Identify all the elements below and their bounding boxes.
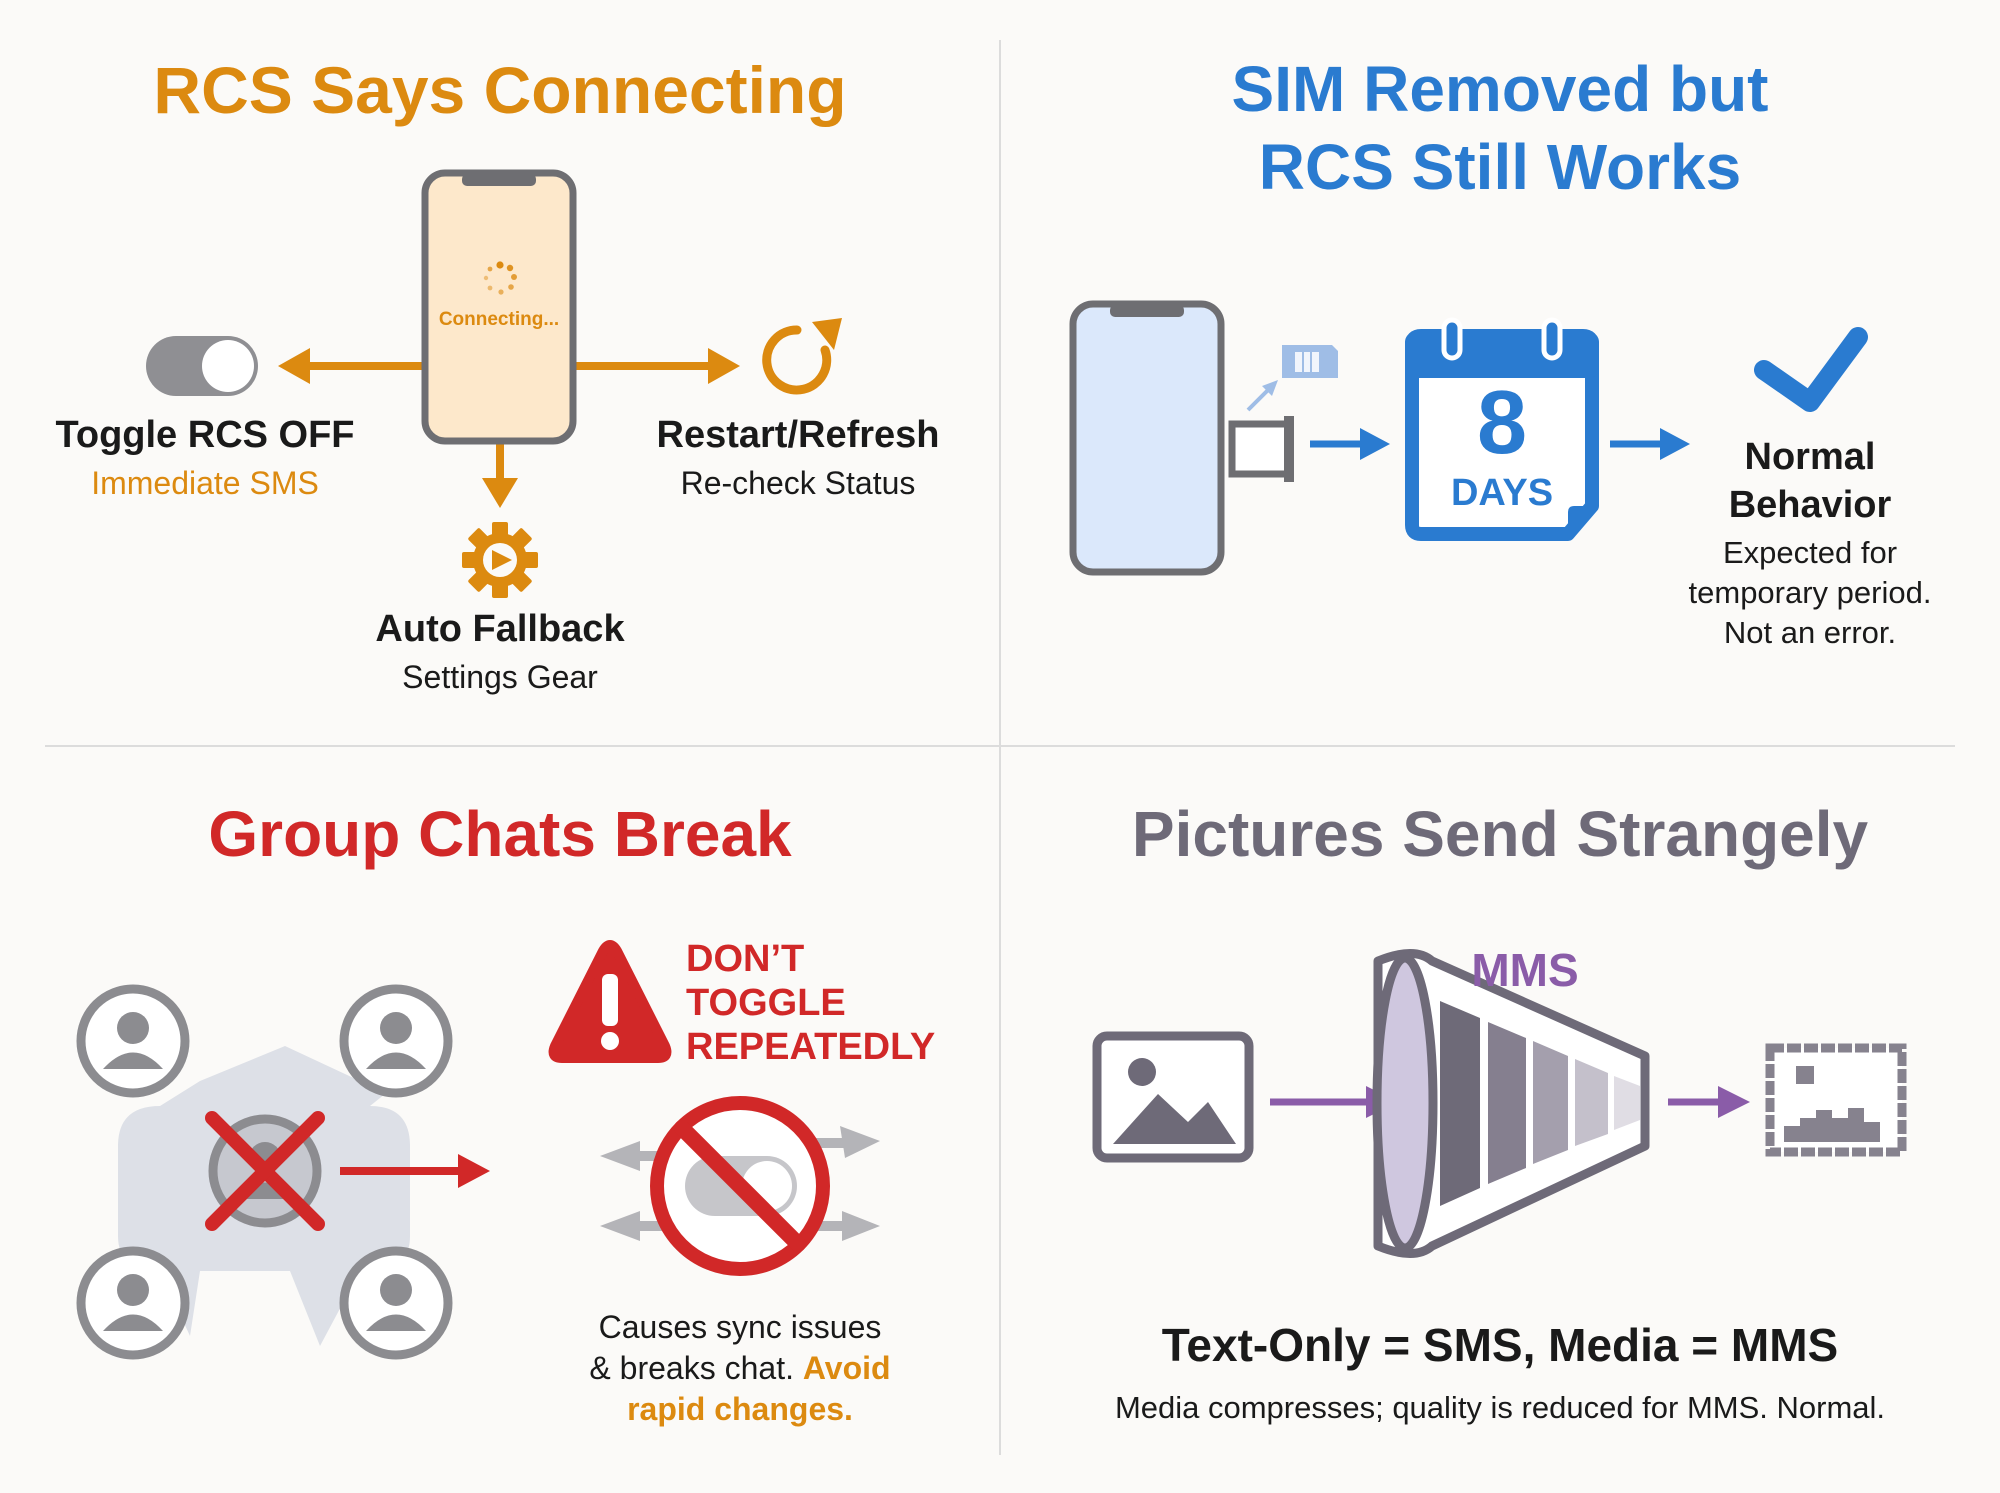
panel-title-pictures: Pictures Send Strangely — [1131, 798, 1869, 870]
auto-fallback-title: Auto Fallback — [375, 608, 625, 650]
scatter-arrows-icon — [600, 1126, 880, 1241]
arrow-to-check — [1610, 428, 1690, 460]
normal-desc-line1: Expected for — [1722, 535, 1898, 570]
panel-title-rcs-connecting: RCS Says Connecting — [153, 53, 847, 127]
small-arrow-up-icon — [1246, 380, 1278, 412]
normal-title-line1: Normal — [1744, 436, 1876, 478]
warning-triangle-icon — [548, 940, 672, 1063]
sim-card-icon — [1282, 345, 1338, 378]
arrow-right — [575, 348, 740, 384]
red-arrow — [340, 1154, 490, 1188]
restart-refresh-title: Restart/Refresh — [656, 414, 940, 456]
normal-title-line2: Behavior — [1728, 484, 1892, 526]
phone-icon — [421, 169, 577, 445]
auto-fallback-subtitle: Settings Gear — [402, 659, 598, 695]
calendar-number: 8 — [1476, 373, 1528, 473]
refresh-icon — [762, 318, 842, 395]
sim-tray-icon — [1228, 416, 1294, 482]
warning-line1: DON’T — [686, 938, 805, 980]
image-icon-compressed — [1765, 1043, 1907, 1157]
arrow-to-calendar — [1310, 428, 1390, 460]
toggle-rcs-off-title: Toggle RCS OFF — [55, 414, 355, 456]
group-chats-desc: Causes sync issues & breaks chat. Avoid … — [540, 1307, 940, 1430]
calendar-unit: DAYS — [1450, 472, 1554, 514]
sim-removed-diagram — [1069, 300, 1868, 576]
restart-refresh-subtitle: Re-check Status — [680, 465, 916, 501]
pictures-diagram — [1092, 949, 1907, 1258]
avatar-icon-top-right — [339, 984, 453, 1098]
red-x-icon — [205, 1111, 325, 1231]
funnel-label: MMS — [1471, 944, 1579, 996]
prohibited-toggle-icon — [650, 1096, 830, 1276]
warning-line3: REPEATEDLY — [686, 1026, 936, 1068]
normal-desc-line2: temporary period. — [1688, 575, 1932, 610]
rcs-connecting-diagram — [146, 169, 842, 598]
loading-spinner-icon — [483, 261, 517, 295]
purple-arrow-2 — [1668, 1086, 1750, 1118]
normal-behavior-desc: Expected for temporary period. Not an er… — [1640, 533, 1980, 653]
arrow-left — [278, 348, 425, 384]
group-chats-diagram — [76, 940, 880, 1360]
phone-icon — [1069, 300, 1225, 576]
group-desc-line2-plain: & breaks chat. — [589, 1350, 794, 1386]
warning-line2: TOGGLE — [686, 982, 846, 1024]
group-desc-line1: Causes sync issues — [598, 1309, 882, 1345]
arrow-down — [482, 440, 518, 508]
avatar-icon-bottom-right — [339, 1246, 453, 1360]
horizontal-divider — [45, 745, 1955, 747]
panel-title-sim-removed: SIM Removed but RCS Still Works — [1050, 50, 1950, 206]
funnel-icon — [1372, 949, 1650, 1258]
sim-title-line2: RCS Still Works — [1258, 131, 1742, 204]
checkmark-icon — [1754, 327, 1868, 412]
image-icon-original — [1092, 1031, 1254, 1163]
vertical-divider — [999, 40, 1001, 1455]
avatar-icon-bottom-left — [76, 1246, 190, 1360]
sim-title-line1: SIM Removed but — [1231, 53, 1769, 125]
pictures-summary: Text-Only = SMS, Media = MMS — [1161, 1319, 1839, 1371]
toggle-rcs-off-subtitle: Immediate SMS — [91, 465, 319, 501]
group-desc-line3-highlight: rapid changes. — [627, 1391, 853, 1427]
toggle-switch-icon — [146, 336, 258, 396]
group-desc-line2-highlight: Avoid — [802, 1350, 891, 1386]
panel-title-group-chats: Group Chats Break — [208, 798, 792, 870]
normal-behavior-title: Normal Behavior — [1640, 433, 1980, 529]
calendar-icon — [1405, 317, 1599, 541]
normal-desc-line3: Not an error. — [1723, 615, 1897, 650]
group-desc-line2: & breaks chat. Avoid — [540, 1348, 940, 1389]
pictures-note: Media compresses; quality is reduced for… — [1114, 1390, 1886, 1425]
gear-icon — [462, 522, 538, 598]
warning-text: DON’T TOGGLE REPEATEDLY — [686, 937, 935, 1069]
avatar-icon-top-left — [76, 984, 190, 1098]
phone-status-label: Connecting... — [438, 309, 560, 330]
